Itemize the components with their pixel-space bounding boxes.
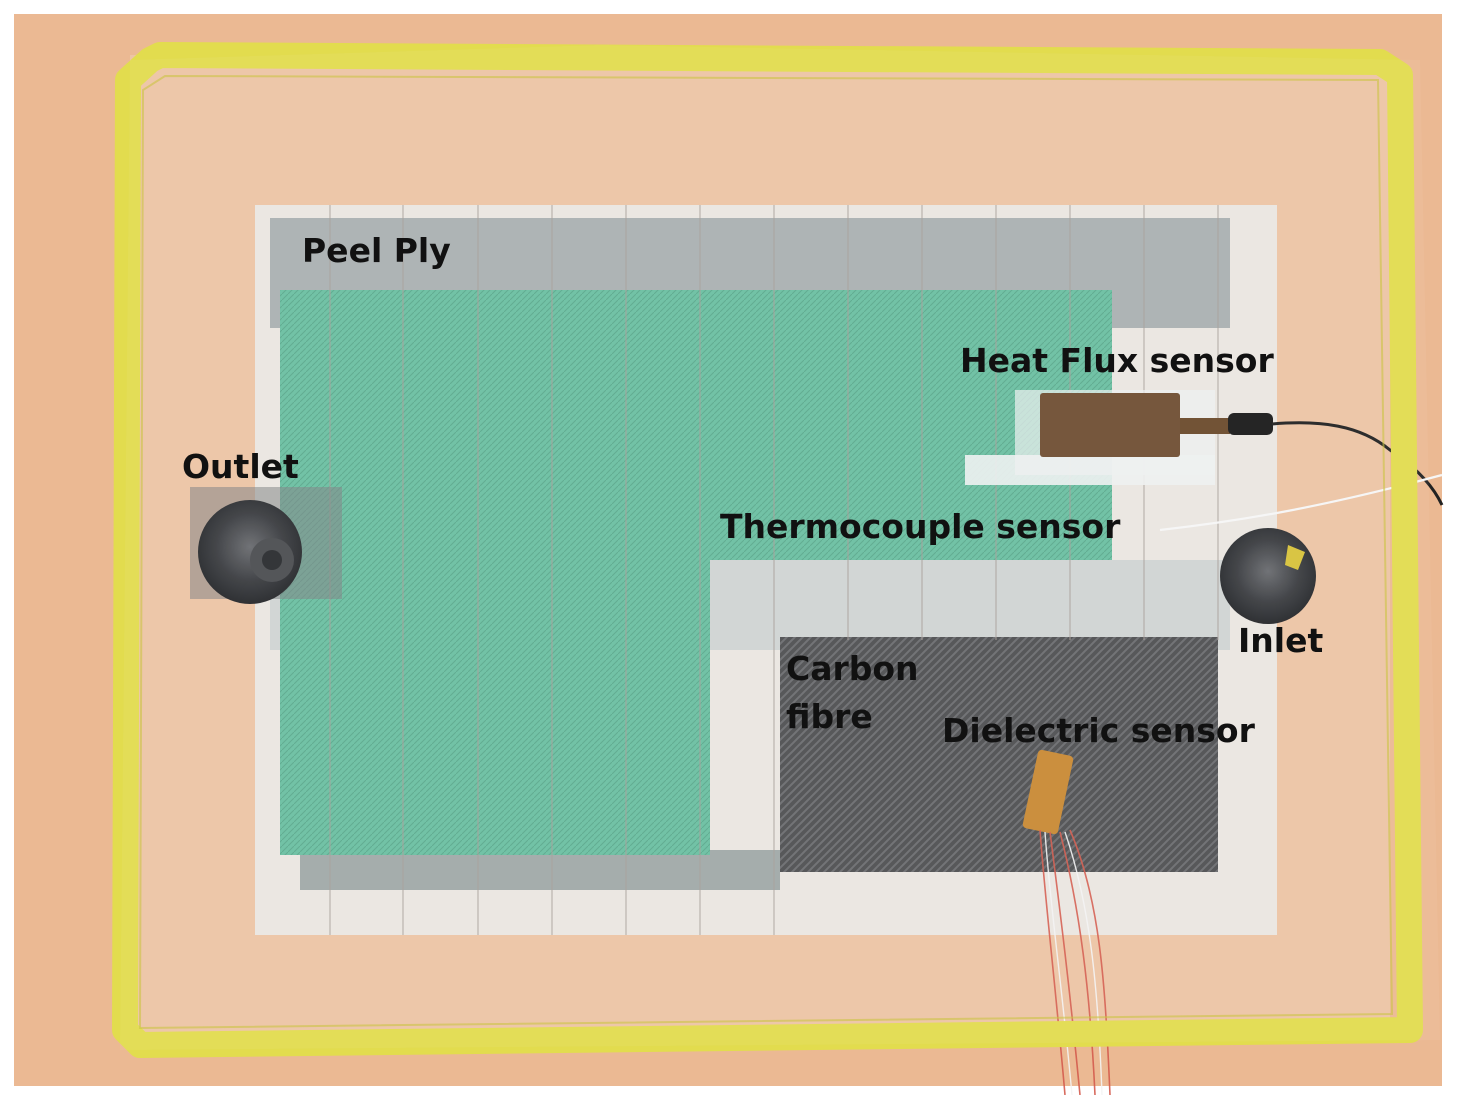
outlet-label: Outlet xyxy=(182,447,299,486)
dielectric-sensor xyxy=(1022,749,1074,835)
inlet-label: Inlet xyxy=(1238,621,1324,660)
carbon-fibre xyxy=(780,637,1218,872)
thermocouple-sensor-label: Thermocouple sensor xyxy=(720,507,1121,546)
dielectric-sensor-label: Dielectric sensor xyxy=(942,711,1255,750)
glass-fibre-mat xyxy=(280,290,1112,560)
carbon-fibre-label: Carbon fibre xyxy=(786,649,919,736)
heat-flux-sensor-label: Heat Flux sensor xyxy=(960,341,1274,380)
heat-flux-sensor xyxy=(1040,393,1180,457)
peel-ply-label: Peel Ply xyxy=(302,231,451,270)
